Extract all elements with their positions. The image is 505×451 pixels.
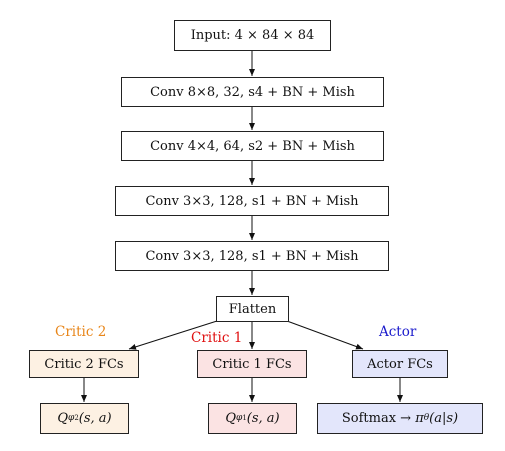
- conv3-node: Conv 3×3, 128, s1 + BN + Mish: [115, 186, 389, 216]
- q2-sub-index: 2: [74, 414, 79, 422]
- q1-args: (s, a): [246, 411, 280, 426]
- arrow-flatten-to-critic2: [128, 320, 218, 350]
- q2-args: (s, a): [78, 411, 112, 426]
- critic2-fcs-node: Critic 2 FCs: [29, 350, 139, 378]
- critic2-branch-label: Critic 2: [55, 324, 107, 340]
- q2-sub-phi: φ: [68, 413, 75, 423]
- q1-sub-index: 1: [242, 414, 247, 422]
- pi-symbol: π: [415, 411, 424, 426]
- actor-fcs-node: Actor FCs: [352, 350, 448, 378]
- critic1-branch-label: Critic 1: [191, 330, 243, 346]
- q1-symbol: Q: [225, 411, 237, 426]
- critic1-fcs-node: Critic 1 FCs: [197, 350, 307, 378]
- q1-sub-phi: φ: [236, 413, 243, 423]
- q2-symbol: Q: [57, 411, 69, 426]
- arrow-flatten-to-actor: [286, 320, 364, 350]
- softmax-label: Softmax →: [341, 411, 416, 426]
- policy-args: (a|s): [429, 411, 459, 426]
- pi-subscript: θ: [423, 413, 430, 423]
- conv2-node: Conv 4×4, 64, s2 + BN + Mish: [121, 131, 384, 161]
- input-node: Input: 4 × 84 × 84: [174, 20, 331, 51]
- conv1-node: Conv 8×8, 32, s4 + BN + Mish: [121, 77, 384, 107]
- flatten-node: Flatten: [216, 296, 289, 322]
- actor-branch-label: Actor: [379, 324, 417, 340]
- conv4-node: Conv 3×3, 128, s1 + BN + Mish: [115, 241, 389, 271]
